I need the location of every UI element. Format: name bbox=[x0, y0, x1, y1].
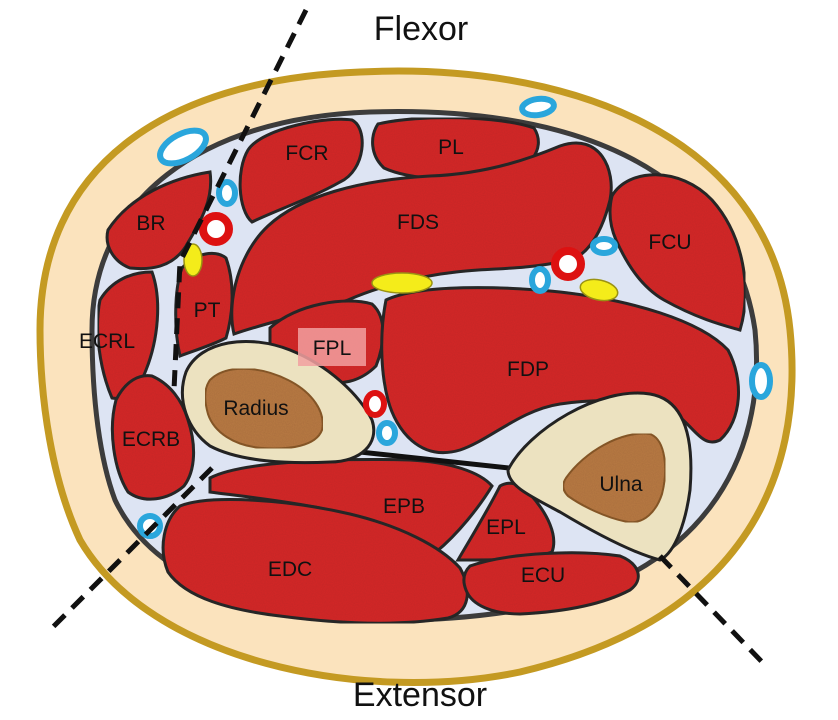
muscle-fcu bbox=[608, 173, 747, 332]
nerve-median bbox=[371, 272, 433, 294]
label-ecrl: ECRL bbox=[79, 330, 135, 353]
muscle-br bbox=[105, 170, 213, 271]
artery-ulnar bbox=[551, 247, 585, 281]
artery-radial bbox=[199, 212, 233, 246]
label-ulna: Ulna bbox=[599, 473, 643, 496]
ulna-bone bbox=[506, 391, 693, 562]
label-fdp: FDP bbox=[507, 358, 549, 381]
label-pl: PL bbox=[438, 136, 464, 159]
artery-group bbox=[199, 212, 585, 418]
muscle-group bbox=[96, 116, 747, 625]
label-fds: FDS bbox=[397, 211, 439, 234]
vein-superficial-top bbox=[519, 95, 557, 119]
label-ecrb: ECRB bbox=[122, 428, 180, 451]
nerve-group bbox=[183, 243, 619, 302]
label-radius: Radius bbox=[223, 397, 288, 420]
fpl-label-highlight bbox=[298, 328, 366, 366]
interosseous-membrane bbox=[359, 449, 529, 473]
radius-bone bbox=[181, 339, 376, 465]
title-flexor: Flexor bbox=[374, 10, 468, 48]
muscle-ecu bbox=[462, 551, 640, 616]
artery-interosseous bbox=[363, 390, 387, 418]
muscle-fcr bbox=[238, 117, 364, 224]
label-fcr: FCR bbox=[285, 142, 328, 165]
muscle-edc bbox=[161, 498, 469, 625]
nerve-radial bbox=[183, 243, 203, 277]
label-fpl: FPL bbox=[313, 337, 352, 360]
vein-interosseous bbox=[376, 420, 398, 446]
muscle-ecrb bbox=[110, 374, 196, 501]
vein-group bbox=[137, 95, 773, 539]
vein-dorsal bbox=[137, 513, 163, 539]
vein-basilic bbox=[749, 362, 773, 400]
vein-ulnar-comitans-1 bbox=[590, 236, 618, 256]
label-ecu: ECU bbox=[521, 564, 565, 587]
vein-ulnar-comitans-2 bbox=[529, 266, 551, 294]
dashed-line-lower-left bbox=[48, 466, 214, 632]
vein-radial-comitans bbox=[216, 179, 238, 207]
vein-cephalic bbox=[157, 127, 209, 167]
compartment-lines bbox=[48, 8, 766, 666]
label-epb: EPB bbox=[383, 495, 425, 518]
dashed-line-lateral bbox=[171, 8, 309, 391]
label-epl: EPL bbox=[486, 516, 526, 539]
muscle-ecrl bbox=[96, 270, 160, 400]
label-fcu: FCU bbox=[648, 231, 691, 254]
title-extensor: Extensor bbox=[353, 676, 487, 714]
label-br: BR bbox=[136, 212, 165, 235]
nerve-ulnar bbox=[579, 278, 619, 302]
label-pt: PT bbox=[194, 299, 221, 322]
label-edc: EDC bbox=[268, 558, 312, 581]
